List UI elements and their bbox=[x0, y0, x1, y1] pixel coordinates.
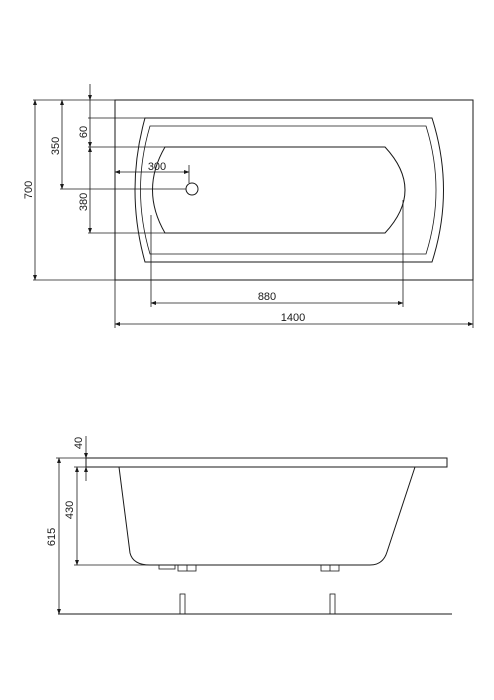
plan-view: 700 350 60 380 300 880 1400 bbox=[23, 84, 474, 328]
label-60: 60 bbox=[78, 126, 90, 138]
tub-outline bbox=[114, 99, 474, 281]
label-700: 700 bbox=[23, 181, 35, 199]
side-extension-lines bbox=[56, 457, 150, 566]
label-40: 40 bbox=[73, 437, 85, 449]
label-300: 300 bbox=[148, 161, 166, 173]
foot-right bbox=[329, 593, 336, 615]
side-view: 615 430 40 bbox=[46, 436, 452, 615]
label-615: 615 bbox=[46, 528, 58, 546]
label-430: 430 bbox=[64, 501, 76, 519]
rim-outer bbox=[134, 117, 444, 263]
tub-rim bbox=[85, 457, 448, 468]
foot-left bbox=[179, 593, 186, 615]
basin-bottom bbox=[152, 146, 406, 234]
tub-feet bbox=[158, 564, 340, 615]
label-880: 880 bbox=[258, 291, 276, 303]
rim-inner bbox=[140, 125, 437, 255]
extension-lines bbox=[33, 99, 474, 328]
tub-body bbox=[118, 466, 416, 566]
label-380: 380 bbox=[78, 193, 90, 211]
label-350: 350 bbox=[50, 137, 62, 155]
drain-hole bbox=[185, 182, 199, 196]
label-1400: 1400 bbox=[281, 312, 305, 324]
